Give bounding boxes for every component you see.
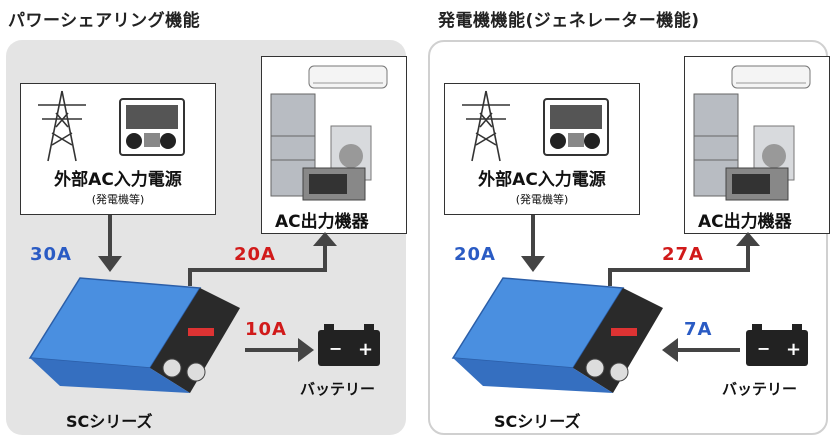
- left-output-label: AC出力機器: [275, 212, 369, 232]
- svg-text:+: +: [358, 339, 373, 360]
- microwave-icon: [302, 167, 366, 201]
- right-source-label: 外部AC入力電源: [478, 170, 606, 190]
- air-conditioner-icon: [731, 65, 811, 89]
- generator-icon: [543, 98, 609, 156]
- left-source-label: 外部AC入力電源: [54, 170, 182, 190]
- svg-text:−: −: [757, 339, 770, 358]
- left-battery-icon: − +: [318, 324, 380, 366]
- left-source-sub: (発電機等): [91, 193, 145, 206]
- right-output-illustration: [693, 65, 811, 201]
- microwave-icon: [725, 167, 789, 201]
- air-conditioner-icon: [308, 65, 388, 89]
- pylon-icon: [462, 90, 510, 162]
- right-output-current: 27A: [662, 244, 704, 265]
- right-output-label: AC出力機器: [698, 212, 792, 232]
- generator-function-heading: 発電機機能(ジェネレーター機能): [438, 11, 700, 31]
- svg-text:+: +: [786, 339, 801, 360]
- left-battery-label: バッテリー: [300, 380, 376, 398]
- right-battery-current: 7A: [684, 319, 713, 340]
- generator-icon: [119, 98, 185, 156]
- left-output-illustration: [270, 65, 388, 201]
- power-sharing-heading: パワーシェアリング機能: [8, 11, 201, 31]
- pylon-icon: [38, 90, 86, 162]
- left-device-label: SCシリーズ: [66, 412, 153, 431]
- right-battery-icon: − +: [746, 324, 808, 366]
- right-battery-label: バッテリー: [722, 380, 798, 398]
- right-source-sub: (発電機等): [515, 193, 569, 206]
- right-input-current: 20A: [454, 244, 496, 265]
- left-battery-current: 10A: [245, 319, 287, 340]
- right-source-illustration: [462, 90, 609, 162]
- left-inverter-icon: [28, 277, 240, 393]
- left-source-illustration: [38, 90, 185, 162]
- svg-text:−: −: [329, 339, 342, 358]
- left-input-current: 30A: [30, 244, 72, 265]
- right-device-label: SCシリーズ: [494, 412, 581, 431]
- left-output-current: 20A: [234, 244, 276, 265]
- right-inverter-icon: [451, 277, 663, 393]
